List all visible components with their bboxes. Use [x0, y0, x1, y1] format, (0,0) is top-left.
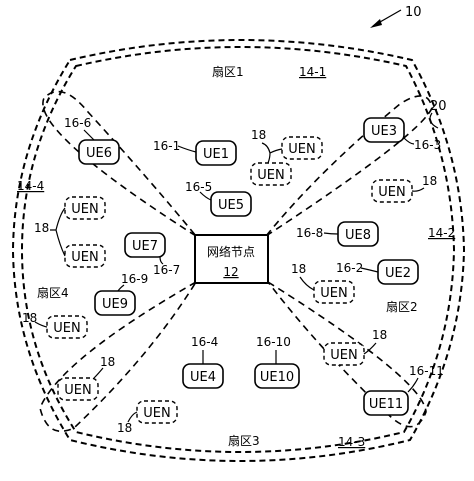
uen-ref-e: 18 — [372, 328, 387, 342]
beam-lobe-uen-sw — [39, 281, 197, 433]
ue3-ref: 16-3 — [414, 138, 441, 152]
uen-leader-f — [34, 321, 48, 328]
ue8-ref: 16-8 — [296, 226, 323, 240]
uen-ref-a: 18 — [251, 128, 266, 142]
uen-box-b2 — [64, 244, 106, 268]
ue3-box — [363, 117, 405, 143]
ue5-label: UE5 — [218, 198, 244, 213]
uen-leader-e — [363, 342, 377, 355]
ue3-leader — [403, 137, 415, 145]
uen-ref-c: 18 — [422, 174, 437, 188]
uen-label-b1: UEN — [71, 202, 98, 217]
ue8-label: UE8 — [345, 228, 371, 243]
cell-boundary-outer — [11, 39, 466, 462]
ue1-box — [195, 140, 237, 166]
uen-leader-b — [50, 207, 66, 257]
ue9-leader — [117, 284, 125, 292]
uen-box-a1 — [281, 136, 323, 160]
network-node-box — [194, 234, 269, 284]
uen-label-a2: UEN — [257, 168, 284, 183]
uen-leader-c — [411, 187, 425, 192]
ue11-ref: 16-11 — [409, 364, 444, 378]
network-node-ref: 12 — [223, 265, 238, 279]
sector-3-name: 扇区3 — [228, 433, 260, 448]
ue6-leader — [83, 129, 95, 141]
ue10-label: UE10 — [260, 370, 294, 385]
sector-4-ref: 14-4 — [17, 179, 44, 193]
ue9-ref: 16-9 — [121, 272, 148, 286]
uen-ref-d: 18 — [291, 262, 306, 276]
uen-label-d: UEN — [320, 286, 347, 301]
beam-lobe-ue3 — [265, 95, 433, 237]
sector-2-name: 扇区2 — [386, 299, 418, 314]
cell-boundary-inner — [20, 46, 456, 453]
uen-label-b2: UEN — [71, 250, 98, 265]
ue4-label: UE4 — [190, 370, 216, 385]
uen-label-c: UEN — [378, 185, 405, 200]
ue11-box — [363, 390, 409, 416]
ue7-ref: 16-7 — [153, 263, 180, 277]
uen-ref-g: 18 — [100, 355, 115, 369]
ue1-ref: 16-1 — [153, 139, 180, 153]
ue5-leader — [199, 191, 212, 201]
ue5-ref: 16-5 — [185, 180, 212, 194]
figure-number: 10 — [405, 5, 422, 20]
sector-4-name: 扇区4 — [37, 285, 69, 300]
uen-label-a1: UEN — [288, 142, 315, 157]
uen-box-c — [371, 179, 413, 203]
ue8-leader — [323, 232, 339, 235]
uen-box-f — [46, 315, 88, 339]
ue7-label: UE7 — [132, 239, 158, 254]
ue1-label: UE1 — [203, 147, 229, 162]
uen-ref-b: 18 — [34, 221, 49, 235]
uen-leader-h — [127, 411, 138, 423]
ue10-ref: 16-10 — [256, 335, 291, 349]
uen-label-e: UEN — [330, 348, 357, 363]
beam-lobe-ue11 — [267, 281, 427, 428]
figure-arrowhead — [370, 19, 382, 28]
ue1-leader — [177, 145, 197, 153]
cell-ref: 20 — [430, 99, 447, 114]
ue11-leader — [407, 377, 419, 393]
ue3-label: UE3 — [371, 124, 397, 139]
ue10-box — [254, 363, 300, 389]
uen-ref-f: 18 — [22, 311, 37, 325]
ue9-box — [94, 290, 136, 316]
ue4-ref: 16-4 — [191, 335, 218, 349]
network-node-name: 网络节点 — [207, 244, 255, 259]
ue7-box — [124, 232, 166, 258]
cell-ref-leader — [429, 112, 439, 129]
ue6-ref: 16-6 — [64, 116, 91, 130]
ue6-box — [78, 139, 120, 165]
uen-label-g: UEN — [64, 383, 91, 398]
ue2-ref: 16-2 — [336, 261, 363, 275]
ue7-leader — [159, 256, 164, 265]
uen-leader-d — [299, 276, 315, 291]
uen-leader-a — [261, 142, 283, 164]
uen-box-g — [57, 377, 99, 401]
uen-label-f: UEN — [53, 321, 80, 336]
ue11-label: UE11 — [369, 397, 403, 412]
uen-box-b1 — [64, 196, 106, 220]
sector-3-ref: 14-3 — [338, 435, 365, 449]
uen-ref-h: 18 — [117, 421, 132, 435]
uen-box-d — [313, 280, 355, 304]
sector-1-ref: 14-1 — [299, 65, 326, 79]
ue2-label: UE2 — [385, 266, 411, 281]
ue6-label: UE6 — [86, 146, 112, 161]
uen-box-a2 — [250, 162, 292, 186]
sector-1-name: 扇区1 — [212, 64, 244, 79]
uen-label-h: UEN — [143, 406, 170, 421]
uen-box-e — [323, 342, 365, 366]
ue9-label: UE9 — [102, 297, 128, 312]
sector-2-ref: 14-2 — [428, 226, 455, 240]
ue5-box — [210, 191, 252, 217]
ue2-leader — [360, 267, 379, 273]
uen-leader-g — [93, 367, 104, 379]
uen-box-h — [136, 400, 178, 424]
